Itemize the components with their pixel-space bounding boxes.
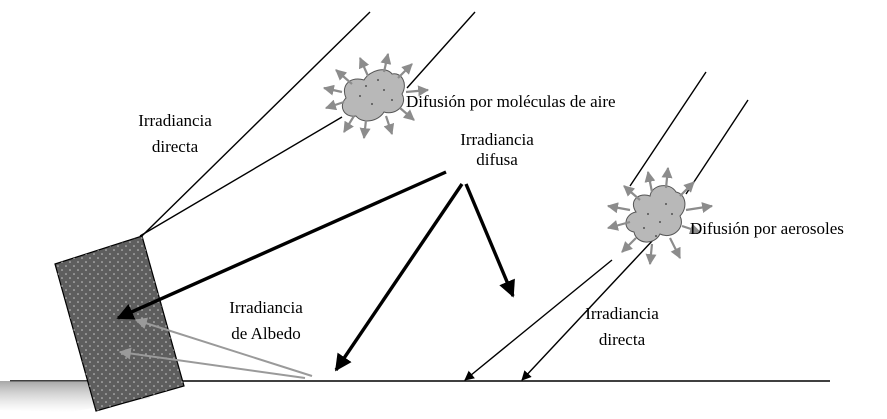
direct-beam-right-outer-upper: [629, 71, 707, 187]
label-diffuse-line1: Irradiancia: [460, 130, 534, 149]
label-diffuse-line2: difusa: [476, 150, 518, 169]
label-diffuse: Irradiancia difusa: [437, 130, 557, 170]
label-aerosol-scatter: Difusión por aerosoles: [690, 219, 844, 238]
label-direct-right-line2: directa: [598, 330, 646, 349]
aerosol-particle-icon: [625, 185, 686, 243]
albedo-arrows: [118, 317, 313, 379]
label-albedo: Irradiancia de Albedo: [208, 298, 324, 344]
label-air-scatter: Difusión por moléculas de aire: [406, 92, 616, 111]
label-direct-right: Irradiancia directa: [572, 304, 672, 350]
direct-beam-left-inner: [406, 11, 476, 89]
direct-beam-left-inner-lower: [139, 116, 343, 237]
label-direct-left-line1: Irradiancia: [138, 111, 212, 130]
label-albedo-line2: de Albedo: [231, 324, 301, 343]
direct-beam-right-outer-lower: [464, 259, 613, 381]
air-scatter-arrows: [322, 52, 430, 140]
diffuse-arrows: [116, 170, 515, 372]
label-direct-right-line1: Irradiancia: [585, 304, 659, 323]
aerosol-scatter-arrows: [606, 166, 714, 266]
air-molecule-icon: [341, 69, 405, 122]
label-direct-left-line2: directa: [151, 137, 199, 156]
solar-panel-icon: [54, 235, 185, 412]
direct-beam-right-inner-upper: [685, 99, 749, 195]
label-direct-left: Irradiancia directa: [120, 111, 230, 157]
label-albedo-line1: Irradiancia: [229, 298, 303, 317]
direct-beam-right-inner-lower: [521, 223, 669, 381]
